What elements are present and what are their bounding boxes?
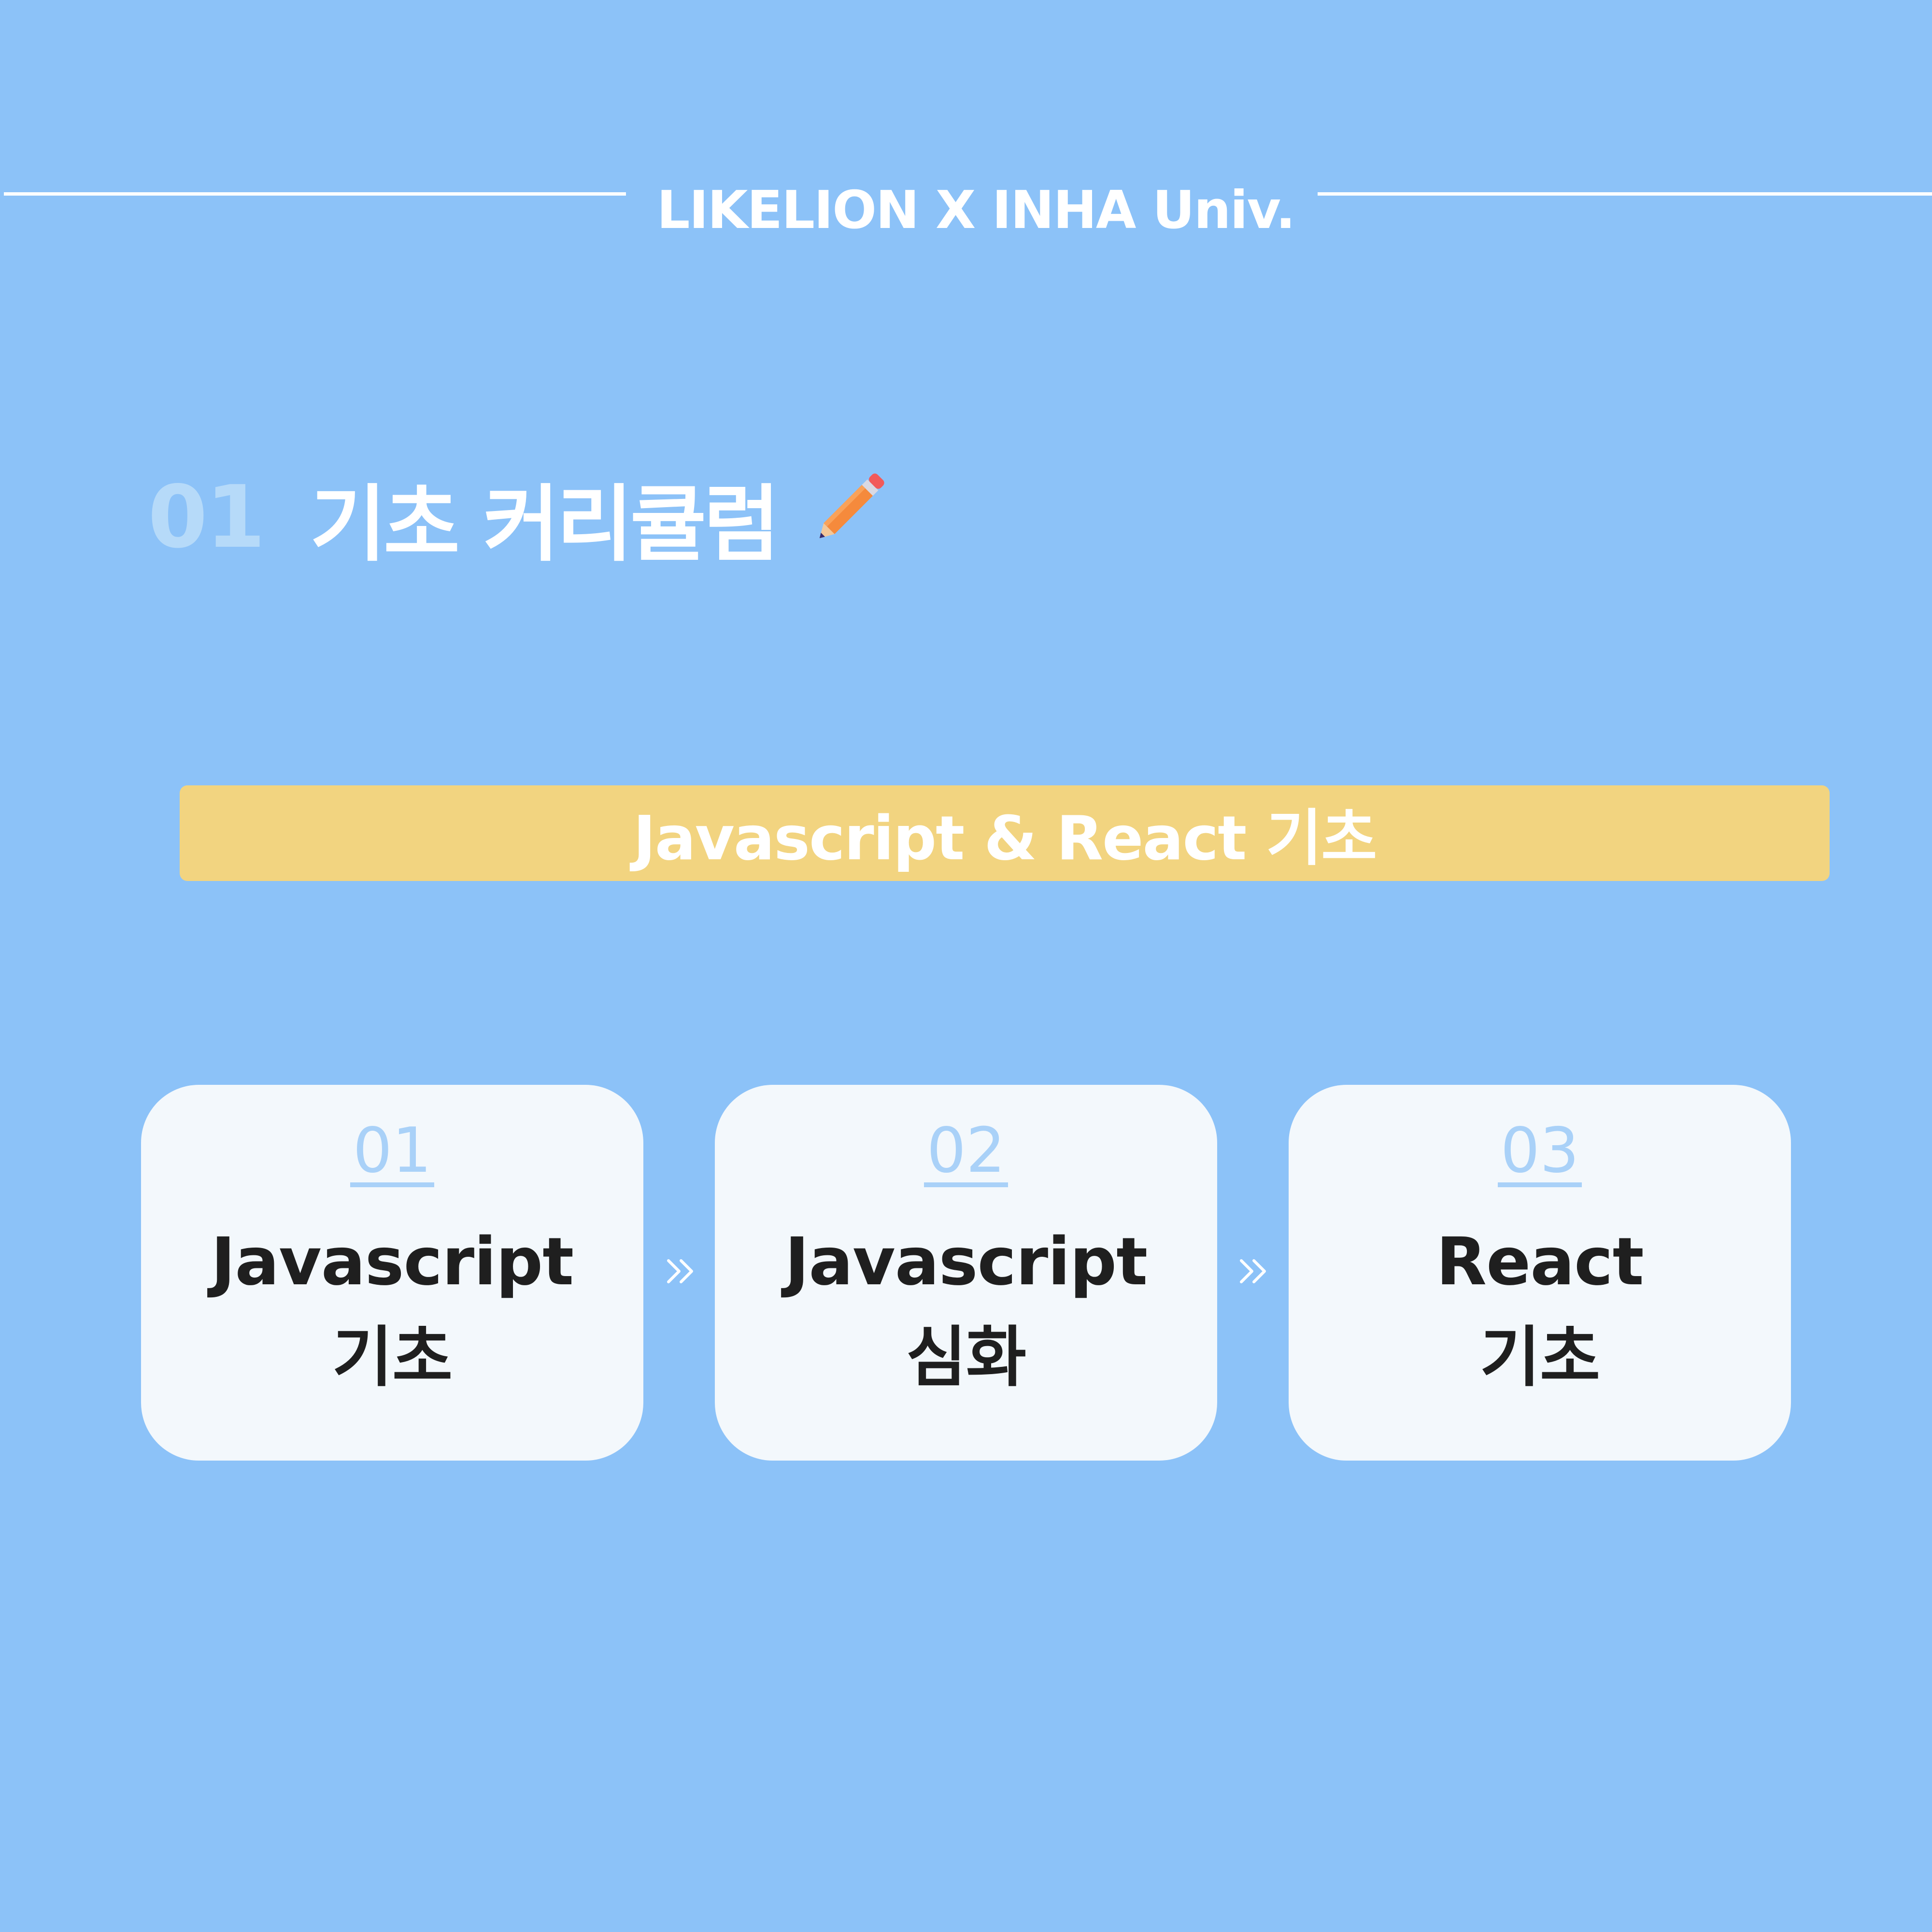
curriculum-banner: Javascript & React 기초 (180, 785, 1830, 881)
double-chevron-right-icon (667, 1259, 693, 1283)
section-title: 기초 커리큘럼 (310, 476, 780, 573)
step-subtitle: 기초 (1479, 1320, 1600, 1396)
section-number: 01 (148, 467, 266, 567)
pencil-icon (806, 465, 893, 552)
step-subtitle: 심화 (906, 1320, 1026, 1396)
step-card-3: 03 React 기초 (1289, 1085, 1791, 1461)
section-heading: 01 기초 커리큘럼 (148, 464, 893, 573)
double-chevron-right-icon (1240, 1259, 1266, 1283)
step-card-1: 01 Javascript 기초 (141, 1085, 643, 1461)
header-divider-left (4, 192, 626, 196)
step-title: React (1436, 1224, 1644, 1300)
step-card-2: 02 Javascript 심화 (715, 1085, 1217, 1461)
step-title: Javascript (784, 1224, 1148, 1300)
step-subtitle: 기초 (332, 1320, 453, 1396)
banner-text: Javascript & React 기초 (633, 803, 1377, 874)
step-number: 02 (715, 1115, 1217, 1187)
header-divider-right (1318, 192, 1932, 196)
step-title: Javascript (211, 1224, 574, 1300)
step-number: 01 (141, 1115, 643, 1187)
step-number: 03 (1289, 1115, 1791, 1187)
brand-title: LIKELION X INHA Univ. (656, 180, 1296, 241)
